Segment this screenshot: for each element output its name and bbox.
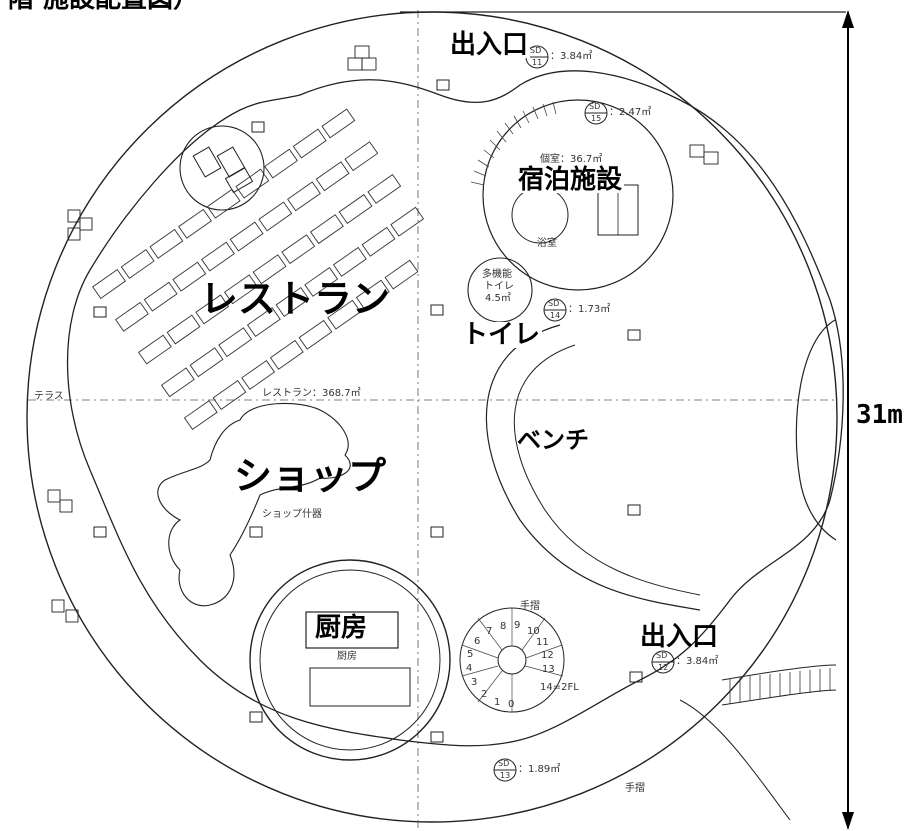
sd-area-14: ：1.73㎡ — [568, 304, 611, 315]
dimension-label: 31m — [856, 400, 903, 430]
stair-step-0: 0 — [508, 699, 515, 710]
sd-area-13: ：1.89㎡ — [518, 764, 561, 775]
toilet-note-3: 4.5㎡ — [485, 293, 511, 304]
columns — [93, 79, 643, 743]
shop-area — [157, 402, 351, 607]
kitchen-label: 厨房 — [313, 613, 370, 643]
stair-step-8: 8 — [500, 621, 507, 632]
restaurant-area-note: レストラン：368.7㎡ — [262, 388, 361, 399]
sd-prefix-14: SD — [548, 299, 560, 308]
stair-step-3: 3 — [471, 677, 478, 688]
stair-step-9: 9 — [514, 620, 521, 631]
handrail-top-note: 手摺 — [520, 601, 540, 612]
sd-prefix-11: SD — [530, 46, 542, 55]
bath-note: 浴室 — [537, 238, 557, 249]
sd-prefix-15: SD — [589, 102, 601, 111]
stair-step-5: 5 — [467, 649, 474, 660]
restaurant-label: レストラン — [200, 277, 391, 321]
restaurant-tables — [92, 108, 425, 431]
sd-num-11: 11 — [532, 58, 543, 67]
page-title: 階 施設配置図） — [8, 0, 199, 12]
stair-step-13: 13 — [542, 664, 555, 675]
sd-num-12: 12 — [658, 663, 669, 672]
bath-tub — [511, 186, 569, 244]
entrance-right-label: 出入口 — [640, 622, 719, 652]
outer-circle — [26, 11, 838, 823]
stair-step-6: 6 — [474, 636, 481, 647]
kitchen-circle — [249, 559, 451, 761]
sd-area-12: ：3.84㎡ — [676, 656, 719, 667]
sd-prefix-12: SD — [656, 651, 668, 660]
inner-wall — [66, 70, 844, 747]
stair-step-1: 1 — [494, 697, 501, 708]
stair-step-12: 12 — [541, 650, 554, 661]
room-area-note: 個室：36.7㎡ — [540, 154, 603, 165]
sd-area-11: ：3.84㎡ — [550, 51, 593, 62]
shop-label: ショップ — [234, 454, 387, 498]
bench — [485, 324, 701, 611]
sd-area-15: ：2.47㎡ — [609, 107, 652, 118]
sd-prefix-13: SD — [498, 759, 510, 768]
sd-num-14: 14 — [550, 311, 561, 320]
entrance-top-label: 出入口 — [448, 30, 531, 60]
handrail-bottom-note: 手摺 — [625, 783, 645, 794]
kitchen-small-note: 厨房 — [337, 651, 357, 662]
stair-step-2: 2 — [481, 689, 488, 700]
toilet-label: トイレ — [460, 320, 543, 350]
bench-label: ベンチ — [517, 426, 589, 454]
stair-step-10: 10 — [527, 626, 540, 637]
sd-num-13: 13 — [500, 771, 511, 780]
stair-step-4: 4 — [466, 663, 473, 674]
lodging-room — [482, 99, 674, 291]
terrace-note: テラス — [34, 391, 64, 402]
shop-fixtures-note: ショップ什器 — [262, 509, 322, 520]
lodging-label: 宿泊施設 — [516, 165, 625, 195]
toilet-note-1: 多機能 — [482, 269, 512, 280]
stair-step-11: 11 — [536, 637, 549, 648]
dimension-arrow — [842, 10, 854, 830]
stair-step-7: 7 — [486, 626, 493, 637]
floor-2fl-note: 14=2FL — [540, 682, 579, 693]
toilet-note-2: トイレ — [484, 281, 514, 292]
sd-num-15: 15 — [591, 114, 602, 123]
